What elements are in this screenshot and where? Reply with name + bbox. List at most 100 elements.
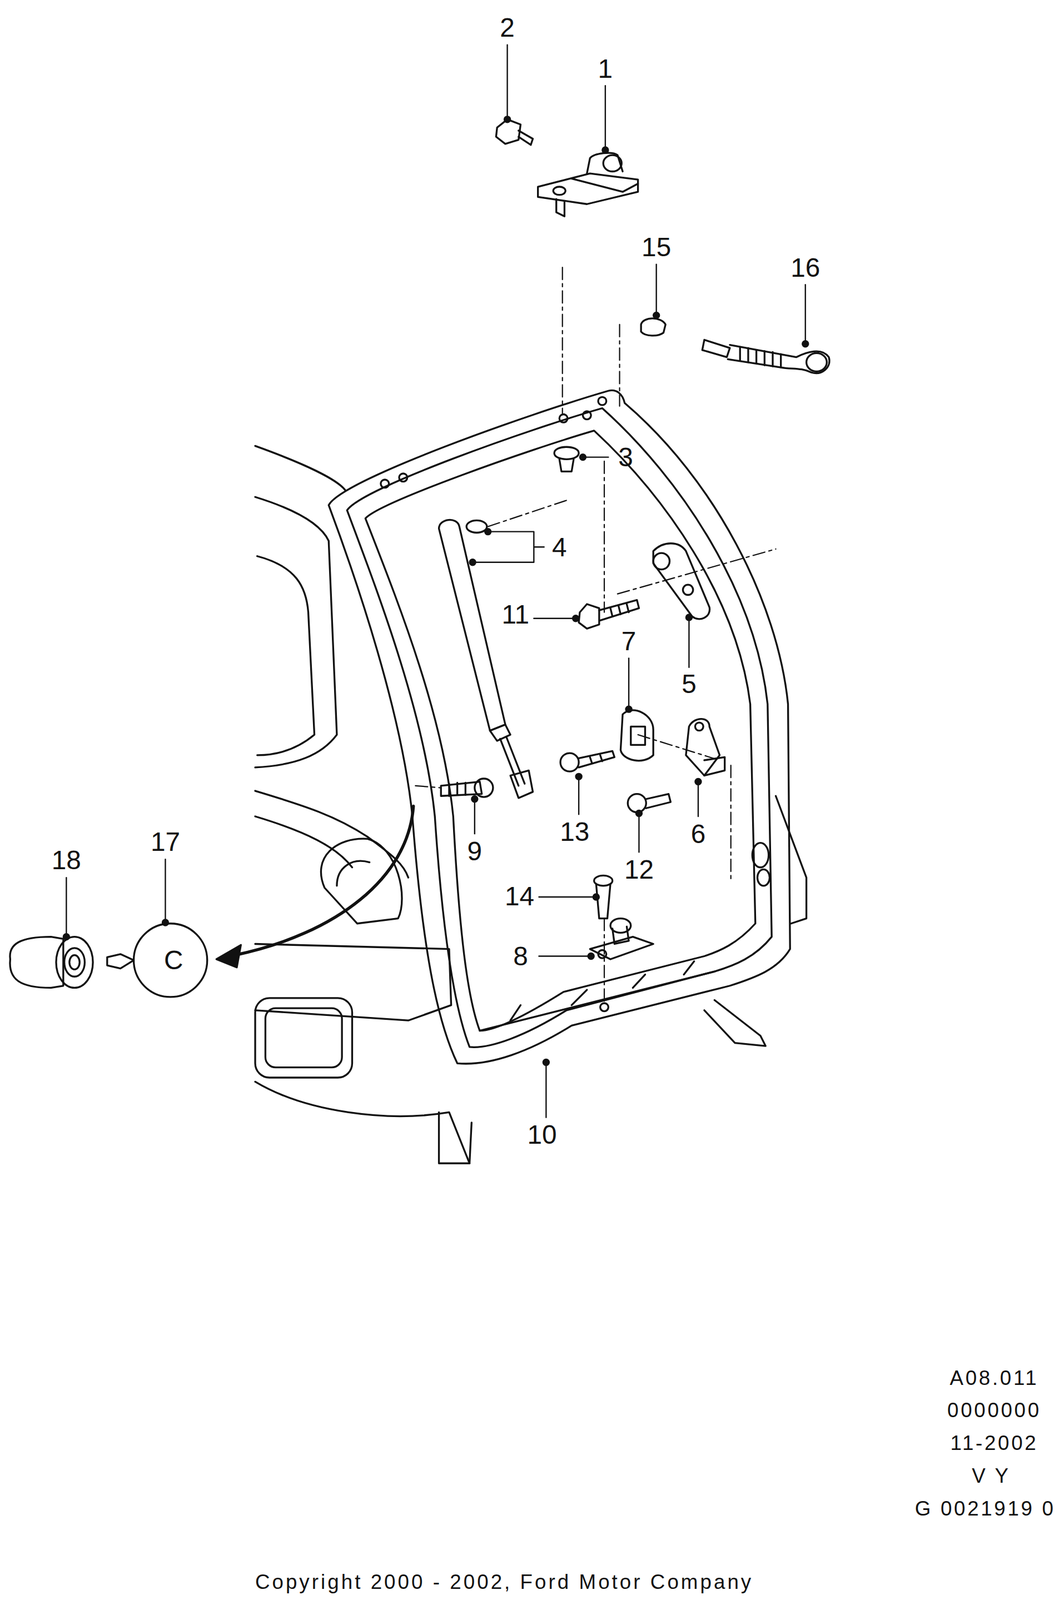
callout-number: 12 bbox=[624, 856, 654, 884]
body-shell-part bbox=[255, 1081, 470, 1164]
striker-plate-5-part bbox=[653, 553, 670, 570]
leader-lines-part bbox=[697, 782, 699, 817]
centre-lines-part bbox=[617, 549, 777, 595]
body-shell-part bbox=[255, 998, 352, 1078]
callout-number: 6 bbox=[690, 820, 706, 848]
striker-plate-5-part bbox=[653, 543, 710, 620]
leader-lines-part bbox=[638, 814, 640, 853]
striker-plate-5 bbox=[653, 543, 710, 620]
callout-number: 17 bbox=[150, 828, 181, 856]
drawing-code: 11-2002 bbox=[950, 1433, 1039, 1454]
opening-frame-part bbox=[598, 396, 607, 406]
leader-lines-part bbox=[583, 456, 609, 458]
cable-16 bbox=[702, 339, 830, 374]
callout-number: 5 bbox=[681, 670, 697, 698]
callout-number: 3 bbox=[618, 444, 634, 471]
leader-lines-part bbox=[543, 1059, 550, 1066]
body-shell-part bbox=[336, 861, 370, 887]
leader-lines-part bbox=[802, 340, 809, 347]
centre-lines bbox=[415, 267, 776, 1003]
gas-strut-4 bbox=[439, 519, 534, 799]
callout-number: 13 bbox=[559, 818, 590, 846]
centre-lines-part bbox=[603, 461, 605, 613]
leader-lines-part bbox=[473, 532, 545, 563]
hinge-1-part bbox=[571, 178, 638, 192]
cable-16-part bbox=[806, 352, 828, 372]
bumper-6 bbox=[685, 719, 725, 777]
body-shell-part bbox=[320, 838, 402, 924]
body-shell-part bbox=[776, 796, 807, 924]
drawing-code: V Y bbox=[971, 1465, 1011, 1487]
bolt-11-part bbox=[578, 604, 600, 629]
cable-16-part bbox=[702, 339, 730, 357]
body-shell-part bbox=[255, 496, 337, 768]
pointer-arrow-part bbox=[216, 945, 241, 968]
gas-strut-4-part bbox=[466, 520, 487, 533]
leader-lines-part bbox=[162, 919, 169, 926]
leader-lines-part bbox=[635, 810, 643, 817]
opening-frame-part bbox=[479, 961, 715, 1032]
leader-lines-part bbox=[593, 894, 600, 901]
striker-plate-5-part bbox=[682, 584, 693, 595]
callout-number: 2 bbox=[499, 14, 515, 42]
screw-13-part bbox=[578, 751, 615, 768]
cable-16-part bbox=[739, 346, 781, 368]
body-shell-part bbox=[257, 556, 315, 756]
screw-12-part bbox=[645, 794, 671, 809]
callout-number: 11 bbox=[501, 601, 530, 629]
opening-frame-part bbox=[582, 411, 591, 420]
leader-lines-part bbox=[533, 618, 575, 619]
callout-number: 18 bbox=[51, 847, 82, 874]
leader-lines-part bbox=[66, 877, 67, 937]
latch-striker-8-part bbox=[589, 937, 654, 960]
centre-lines-part bbox=[488, 500, 568, 527]
hinge-1-part bbox=[603, 155, 622, 172]
pointer-arrow bbox=[216, 806, 414, 968]
callout-number: 16 bbox=[790, 254, 820, 281]
bumper-6-part bbox=[704, 757, 725, 776]
gas-strut-4-part bbox=[500, 737, 525, 787]
screw-13-part bbox=[589, 755, 603, 764]
bushing-18-part bbox=[64, 948, 86, 977]
cap-17-part bbox=[133, 923, 208, 998]
leader-lines-part bbox=[504, 116, 511, 123]
ball-stud-9 bbox=[440, 778, 494, 798]
leader-lines-part bbox=[685, 614, 693, 621]
callout-number: 7 bbox=[621, 627, 637, 655]
leader-lines-part bbox=[575, 773, 583, 780]
bumper-6-part bbox=[685, 719, 720, 777]
drawing-code: 0000000 bbox=[947, 1400, 1042, 1421]
body-shell-part bbox=[439, 1112, 472, 1164]
bumper-6-part bbox=[694, 722, 704, 732]
leader-lines-part bbox=[539, 896, 596, 898]
cap-17-part bbox=[107, 954, 134, 969]
callout-number: 4 bbox=[552, 533, 568, 561]
leader-lines-part bbox=[655, 264, 657, 315]
bolt-11 bbox=[578, 600, 639, 629]
screw-12 bbox=[627, 794, 671, 813]
ball-stud-9-part bbox=[449, 782, 466, 797]
centre-lines-part bbox=[619, 324, 620, 407]
leader-lines-part bbox=[579, 454, 586, 461]
centre-lines-part bbox=[603, 918, 605, 1003]
clip-15-part bbox=[640, 318, 666, 336]
latch-striker-8-part bbox=[612, 926, 629, 944]
gas-strut-4-part bbox=[439, 519, 506, 731]
body-shell-part bbox=[255, 445, 346, 490]
opening-frame-part bbox=[399, 473, 408, 482]
opening-frame-part bbox=[752, 843, 769, 868]
leader-lines bbox=[63, 45, 809, 1118]
gas-strut-4-part bbox=[510, 770, 533, 799]
leader-lines-part bbox=[484, 528, 491, 535]
opening-frame-part bbox=[380, 479, 390, 489]
cap-17 bbox=[107, 923, 208, 998]
leader-lines-part bbox=[588, 953, 595, 960]
bushing-18-part bbox=[69, 955, 80, 971]
hinge-1-part bbox=[556, 199, 565, 217]
hinge-1-part bbox=[538, 173, 639, 205]
opening-frame-part bbox=[559, 414, 568, 423]
leader-lines-part bbox=[469, 559, 476, 566]
body-shell-part bbox=[704, 1000, 766, 1047]
